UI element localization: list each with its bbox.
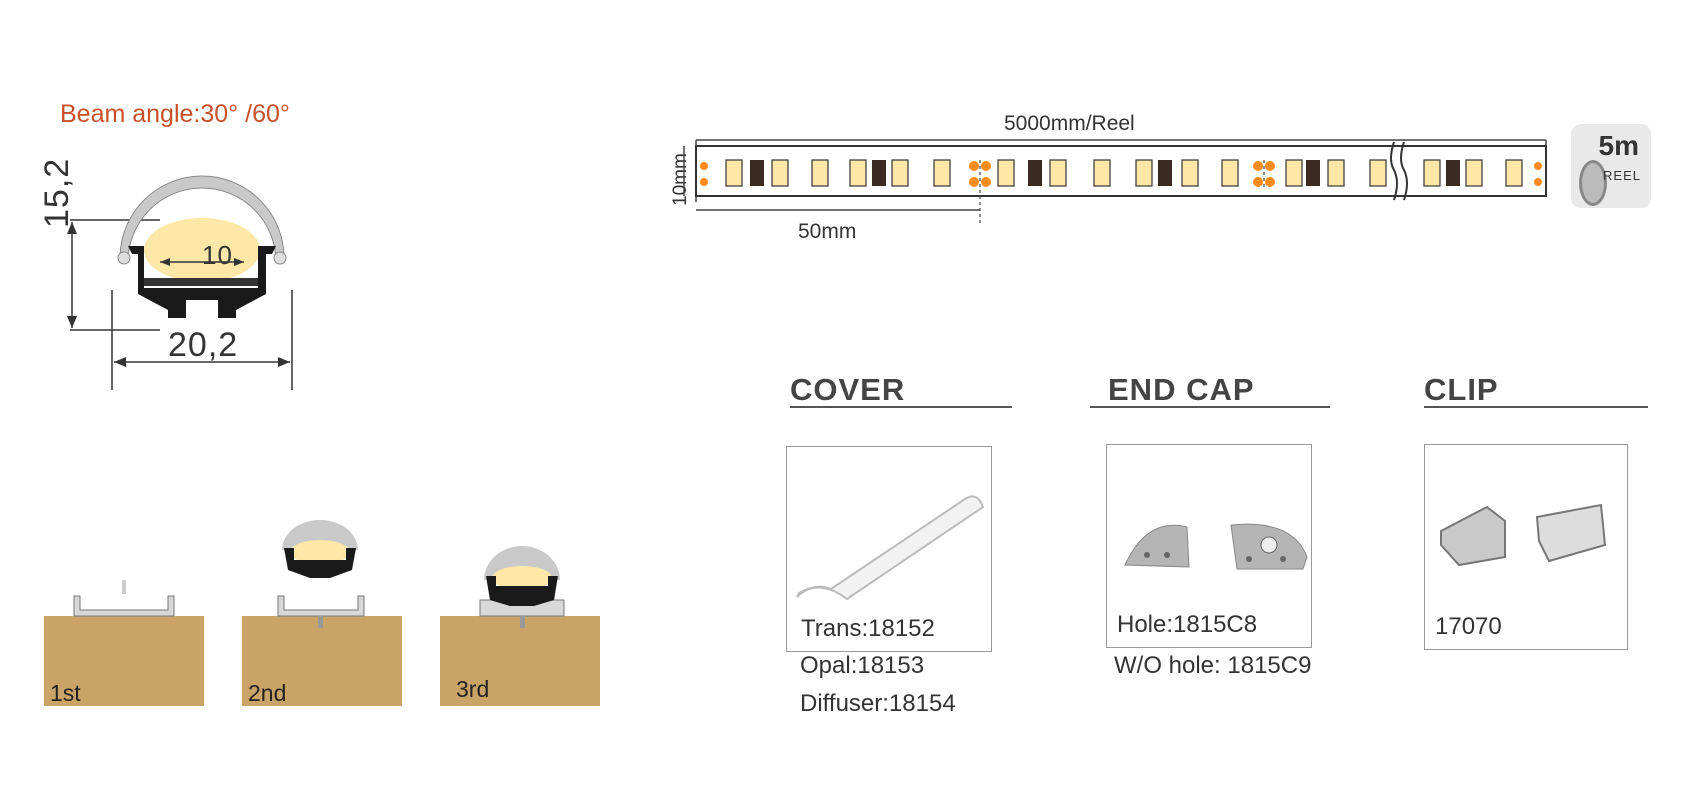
cover-code-3: Diffuser:18154	[800, 690, 956, 717]
profile-cross-section-diagram	[67, 175, 293, 390]
install-step-2: 2nd	[248, 680, 287, 706]
installation-steps-diagram	[44, 520, 600, 706]
reel-icon	[1579, 160, 1607, 206]
cover-code-2: Opal:18153	[800, 652, 925, 679]
end-cap-image	[1124, 523, 1308, 570]
cover-code-1: Trans:18152	[801, 615, 935, 642]
end-cap-code-1: Hole:1815C8	[1117, 611, 1258, 638]
install-step-3: 3rd	[456, 676, 490, 702]
strip-segment-label: 50mm	[798, 220, 857, 243]
cover-title: COVER	[790, 372, 906, 407]
end-cap-title: END CAP	[1108, 372, 1255, 407]
profile-width-dim: 20,2	[168, 326, 239, 364]
profile-height-dim: 15,2	[38, 157, 76, 228]
clip-image	[1440, 503, 1607, 567]
clip-divider	[1424, 406, 1648, 408]
cover-image	[796, 495, 985, 601]
install-step-1: 1st	[50, 680, 81, 706]
clip-title: CLIP	[1424, 372, 1499, 407]
end-cap-image-box: Hole:1815C8	[1106, 444, 1312, 648]
strip-length-label: 5000mm/Reel	[1004, 112, 1135, 135]
profile-inner-dim: 10	[202, 240, 233, 270]
clip-code-1: 17070	[1435, 613, 1502, 640]
beam-angle-label: Beam angle:30° /60°	[60, 100, 290, 128]
led-strip-drawing	[683, 139, 1547, 226]
end-cap-divider	[1090, 406, 1330, 408]
reel-badge: 5m REEL	[1571, 124, 1651, 208]
end-cap-code-2: W/O hole: 1815C9	[1114, 652, 1312, 679]
reel-label: REEL	[1603, 168, 1641, 183]
cover-image-box: Trans:18152	[786, 446, 992, 652]
cover-divider	[790, 406, 1012, 408]
reel-size: 5m	[1598, 130, 1639, 161]
clip-image-box: 17070	[1424, 444, 1628, 650]
